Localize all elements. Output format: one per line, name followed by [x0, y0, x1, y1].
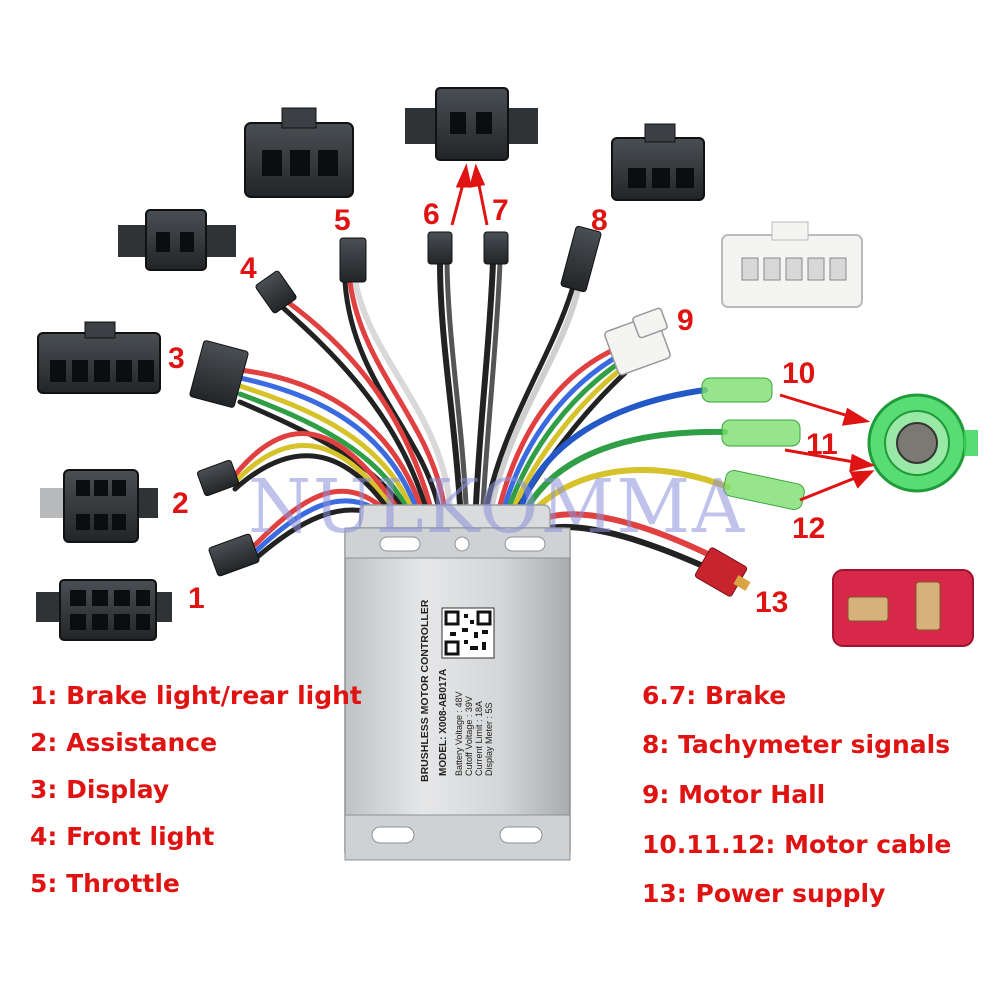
number-8: 8	[591, 204, 608, 237]
legend-item: 3: Display	[30, 775, 170, 804]
connector-face-motor-phase	[867, 393, 978, 493]
connector-face-2	[40, 469, 158, 543]
spec-line: Display Meter : 5S	[484, 702, 494, 776]
plug-4	[255, 270, 297, 314]
number-3: 3	[168, 342, 185, 375]
spec-line: Battery Voltage : 48V	[454, 691, 464, 776]
number-7: 7	[492, 194, 509, 227]
connector-face-9-hall	[721, 221, 863, 308]
number-13: 13	[755, 586, 788, 619]
motor-bullet-terminals	[701, 377, 805, 511]
plug-7	[483, 231, 509, 265]
legend-item: 6.7: Brake	[642, 681, 787, 710]
number-11: 11	[806, 428, 838, 461]
wire-plugs	[189, 225, 602, 577]
number-5: 5	[334, 204, 351, 237]
number-2: 2	[172, 487, 189, 520]
plug-3	[189, 340, 249, 408]
connector-numbers: 1 2 3 4 5 6 7 8 9 10 11 12 13	[168, 194, 838, 619]
plug-2	[196, 459, 240, 497]
qr-code	[441, 607, 495, 659]
legend-item: 5: Throttle	[30, 869, 180, 898]
number-1: 1	[188, 582, 205, 615]
number-6: 6	[423, 198, 440, 231]
legend-item: 2: Assistance	[30, 728, 218, 757]
legend-item: 8: Tachymeter signals	[642, 730, 951, 759]
connector-face-5	[244, 107, 354, 198]
spec-line: Current Limit : 18A	[474, 701, 484, 776]
legend-item: 1: Brake light/rear light	[30, 681, 362, 710]
arrows	[450, 163, 876, 502]
hall-plug	[604, 307, 671, 376]
number-9: 9	[677, 304, 694, 337]
plug-8	[560, 225, 602, 293]
number-12: 12	[792, 512, 825, 545]
number-4: 4	[240, 252, 257, 285]
connector-face-3	[37, 321, 161, 394]
spec-line: Cutoff Voltage : 39V	[464, 696, 474, 776]
connector-face-power	[832, 569, 974, 647]
connector-face-6-7	[405, 87, 538, 161]
controller-model: MODEL: X008-AB017A	[438, 669, 449, 776]
wire-bundle	[232, 259, 731, 573]
legend-item: 9: Motor Hall	[642, 780, 826, 809]
power-plug-on-wire	[694, 547, 751, 597]
legend-item: 10.11.12: Motor cable	[642, 830, 952, 859]
connector-face-8	[611, 123, 705, 201]
legend-item: 13: Power supply	[642, 879, 886, 908]
legend-item: 4: Front light	[30, 822, 215, 851]
number-10: 10	[782, 357, 815, 390]
plug-6	[427, 231, 453, 265]
connector-face-1	[36, 579, 172, 641]
plug-5	[339, 237, 367, 283]
controller-title: BRUSHLESS MOTOR CONTROLLER	[419, 599, 431, 782]
watermark: NULKOMMA	[248, 464, 746, 550]
motor-controller-box: BRUSHLESS MOTOR CONTROLLER MODEL: X008-A…	[344, 504, 571, 861]
plug-1	[208, 533, 260, 577]
connector-face-4	[118, 209, 236, 271]
